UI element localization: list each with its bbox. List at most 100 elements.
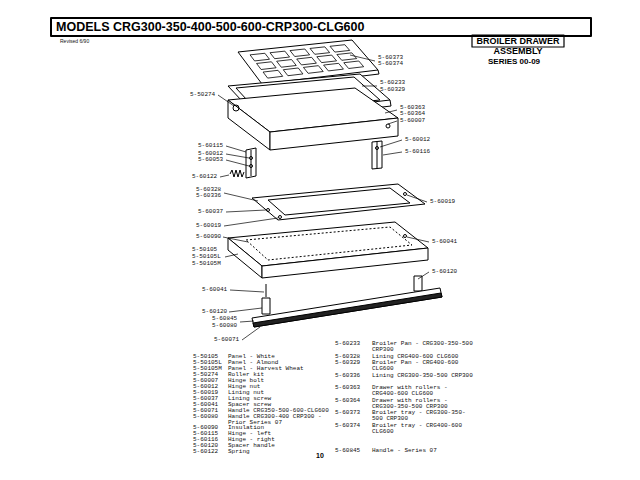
part-description: Broiler tray - CRG400-600 CLG600 bbox=[372, 423, 476, 435]
tray-slot bbox=[257, 62, 277, 70]
callout-number: 5-60122 bbox=[192, 174, 217, 180]
leader-line bbox=[218, 95, 234, 106]
leader-line bbox=[224, 193, 258, 201]
callout-number: 5-60053 bbox=[198, 157, 223, 163]
page-number: 10 bbox=[316, 452, 324, 460]
lining-nut bbox=[279, 216, 282, 219]
leader-line bbox=[362, 86, 377, 87]
section-heading: BROILER DRAWER ASSEMBLY bbox=[472, 36, 564, 56]
lining-nut bbox=[404, 193, 407, 196]
part-description: Handle - Series 07 bbox=[372, 448, 476, 454]
leader-line bbox=[220, 175, 229, 177]
callout-number: 5-60019 bbox=[430, 199, 455, 205]
spacer-handle bbox=[262, 298, 270, 314]
tray-slot bbox=[330, 45, 350, 52]
callout-number: 5-60120 bbox=[202, 309, 227, 315]
leader-line bbox=[226, 160, 249, 166]
callout-number: 5-60116 bbox=[405, 149, 430, 155]
leader-lines bbox=[218, 55, 429, 340]
callout-number: 5-60845 bbox=[212, 316, 237, 322]
leader-line bbox=[385, 110, 397, 113]
tray-slot bbox=[277, 60, 297, 68]
part-description: Broiler Pan - CRG300-350-500 CRP300 bbox=[372, 341, 476, 353]
tray-slot bbox=[283, 68, 303, 76]
tray-slot bbox=[290, 49, 310, 57]
callout-number: 5-50105M bbox=[192, 261, 221, 267]
title: MODELS CRG300-350-400-500-600-CRP300-CLG… bbox=[56, 20, 364, 34]
callout-number: 5-60012 bbox=[405, 137, 430, 143]
door-panel-front bbox=[262, 248, 428, 278]
leader-line bbox=[407, 195, 427, 202]
callout-number: 5-60041 bbox=[202, 287, 227, 293]
leader-line bbox=[380, 140, 402, 147]
part-description: Handle CRG300-400 CRP300 - Prior Series … bbox=[228, 414, 332, 426]
tray-slot bbox=[344, 61, 364, 69]
part-description: Broiler tray - CRG300-350-500 CRP300 bbox=[372, 410, 476, 422]
title-frame bbox=[51, 18, 591, 36]
callout-number: 5-60120 bbox=[432, 269, 457, 275]
part-description: Drawer with rollers - CRG300-350-500 CRP… bbox=[372, 398, 476, 410]
part-number: 5-60364 bbox=[335, 398, 360, 404]
hinge-left-fold bbox=[251, 150, 252, 176]
part-number: 5-60374 bbox=[335, 423, 360, 429]
part-description: Drawer with rollers - CRG400-600 CLG600 bbox=[372, 385, 476, 397]
handle-shade bbox=[253, 293, 442, 327]
leader-line bbox=[226, 210, 266, 212]
part-number: 5-60233 bbox=[335, 341, 360, 347]
leader-line bbox=[226, 146, 246, 152]
callout-number: 5-60336 bbox=[196, 193, 221, 199]
part-number: 5-60329 bbox=[335, 360, 360, 366]
leader-line bbox=[418, 272, 429, 279]
leader-line bbox=[229, 308, 262, 312]
leader-line bbox=[350, 55, 375, 61]
part-description: Broiler Pan - CRG400-600 CLG600 bbox=[372, 360, 476, 372]
spring bbox=[230, 170, 244, 177]
insulation bbox=[246, 227, 412, 260]
callout-number: 5-50274 bbox=[190, 92, 215, 98]
series-note: SERIES 00-09 bbox=[488, 57, 540, 66]
callout-number: 5-60233 bbox=[380, 80, 405, 86]
tray-slot bbox=[303, 66, 323, 74]
leader-line bbox=[226, 154, 249, 158]
part-description: Lining CRG300-350-500 CRP300 bbox=[372, 373, 476, 379]
spacer-screw bbox=[404, 235, 407, 238]
leader-line bbox=[223, 237, 248, 242]
exploded-view bbox=[51, 18, 591, 340]
tray-slot bbox=[337, 53, 357, 60]
callout-number: 5-60019 bbox=[196, 223, 221, 229]
tray-slots bbox=[250, 45, 364, 78]
lining-recess bbox=[268, 188, 410, 215]
part-number: 5-60122 bbox=[193, 449, 218, 455]
tray-slot bbox=[297, 57, 317, 65]
callout-number: 5-60364 bbox=[400, 111, 425, 117]
part-number: 5-60363 bbox=[335, 385, 360, 391]
callout-number: 5-60041 bbox=[432, 239, 457, 245]
hinge-right bbox=[372, 141, 382, 169]
revision-note: Revised 6/90 bbox=[60, 38, 89, 44]
tray-slot bbox=[324, 63, 344, 71]
part-number: 5-60336 bbox=[335, 373, 360, 379]
spacer-screw bbox=[250, 165, 253, 168]
tray-slot bbox=[317, 55, 337, 63]
callout-number: 5-60329 bbox=[380, 87, 405, 93]
callout-number: 5-60037 bbox=[198, 209, 223, 215]
callout-number: 5-50105 bbox=[192, 247, 217, 253]
handle bbox=[252, 288, 442, 327]
callout-number: 5-60080 bbox=[212, 323, 237, 329]
hinge-bolt bbox=[386, 124, 390, 128]
hinge-nut bbox=[250, 157, 253, 160]
leader-line bbox=[230, 290, 264, 292]
leader-line bbox=[225, 254, 238, 257]
hinge-right-fold bbox=[377, 142, 378, 168]
part-number: 5-60373 bbox=[335, 410, 360, 416]
hinge-nut bbox=[376, 147, 379, 150]
callout-number: 5-60374 bbox=[378, 61, 403, 67]
leader-line bbox=[240, 321, 254, 322]
leader-line bbox=[407, 237, 429, 242]
lining-screw bbox=[267, 209, 270, 212]
leader-line bbox=[383, 152, 402, 155]
door-panel-side bbox=[228, 238, 262, 278]
callout-number: 5-50105L bbox=[192, 254, 221, 260]
callout-number: 5-60090 bbox=[196, 234, 221, 240]
